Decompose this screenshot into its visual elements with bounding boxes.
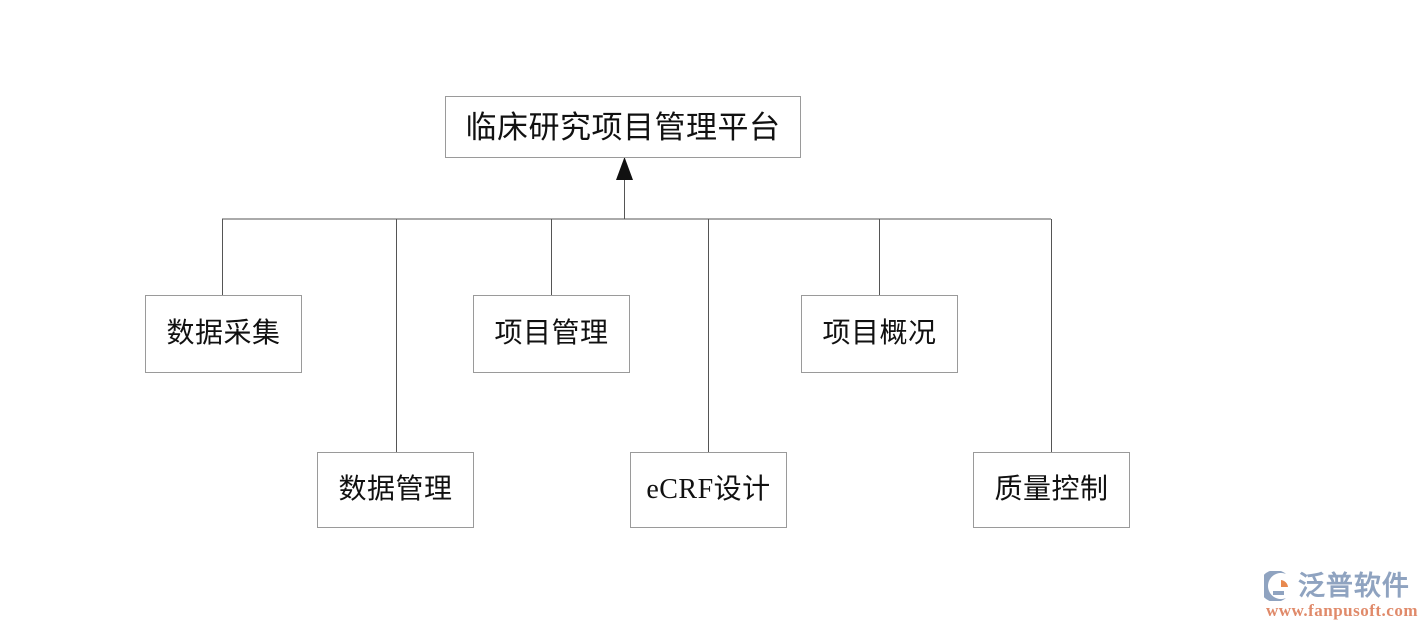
node-root-label: 临床研究项目管理平台 — [465, 109, 781, 145]
node-data-management-label: 数据管理 — [338, 474, 453, 505]
node-data-collection[interactable]: 数据采集 — [145, 295, 302, 373]
node-project-management[interactable]: 项目管理 — [473, 295, 630, 373]
arrowhead-to-root — [616, 157, 633, 180]
node-project-management-label: 项目管理 — [494, 318, 609, 349]
watermark: 泛普软件 www.fanpusoft.com — [1259, 570, 1418, 620]
node-ecrf-design-label: eCRF设计 — [646, 474, 771, 505]
node-data-collection-label: 数据采集 — [166, 318, 281, 349]
node-quality-control-label: 质量控制 — [994, 474, 1109, 505]
node-project-overview[interactable]: 项目概况 — [801, 295, 958, 373]
fanpu-logo-icon — [1259, 570, 1294, 602]
node-project-overview-label: 项目概况 — [822, 318, 937, 349]
node-root[interactable]: 临床研究项目管理平台 — [445, 96, 801, 158]
watermark-brand-row: 泛普软件 — [1259, 570, 1410, 602]
watermark-brand: 泛普软件 — [1297, 570, 1410, 601]
watermark-url: www.fanpusoft.com — [1265, 601, 1418, 620]
node-data-management[interactable]: 数据管理 — [317, 452, 474, 528]
node-ecrf-design[interactable]: eCRF设计 — [630, 452, 787, 528]
node-quality-control[interactable]: 质量控制 — [973, 452, 1130, 528]
